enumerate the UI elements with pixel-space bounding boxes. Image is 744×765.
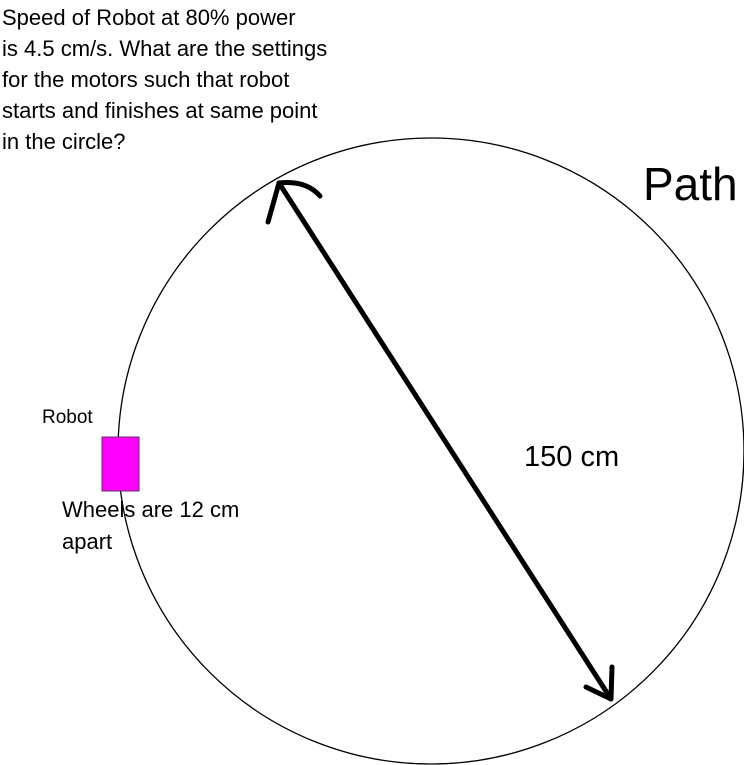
question-line: starts and finishes at same point xyxy=(2,98,318,123)
wheels-note-line: Wheels are 12 cm xyxy=(62,497,240,522)
arrowhead-bottom xyxy=(583,664,615,702)
question-line: for the motors such that robot xyxy=(2,67,290,92)
robot-label: Robot xyxy=(42,407,93,428)
diameter-arrow xyxy=(265,180,615,702)
arrowhead-top xyxy=(265,180,323,225)
wheels-note-line: apart xyxy=(62,529,113,554)
wheels-note: Wheels are 12 cm apart xyxy=(62,494,239,558)
path-circle xyxy=(117,137,744,765)
question-line: is 4.5 cm/s. What are the settings xyxy=(2,36,328,61)
question-line: Speed of Robot at 80% power xyxy=(2,5,296,30)
question-line: in the circle? xyxy=(2,129,126,154)
question-text: Speed of Robot at 80% power is 4.5 cm/s.… xyxy=(2,2,402,157)
diameter-line xyxy=(276,180,614,702)
robot-rectangle xyxy=(101,436,140,492)
path-label: Path xyxy=(643,158,738,210)
diameter-label: 150 cm xyxy=(524,441,620,473)
